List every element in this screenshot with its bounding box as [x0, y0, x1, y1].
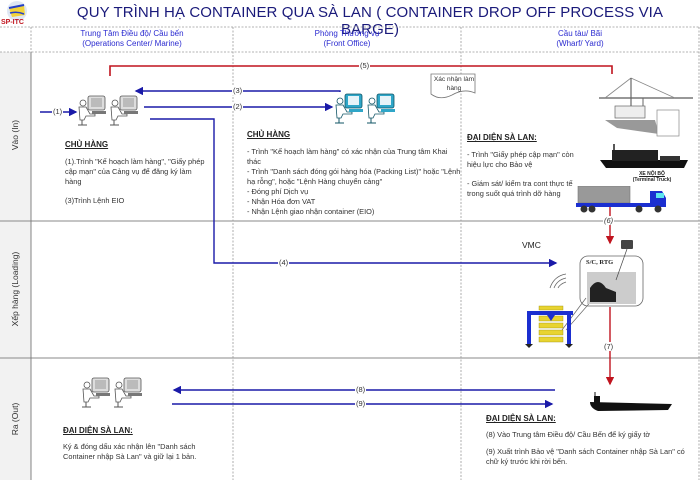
note-line: (8) Vào Trung tâm Điều độ/ Cầu Bến để ký… [486, 430, 651, 439]
column-header-line2: (Front Office) [323, 39, 371, 48]
column-header-front-office: Phòng Thương vụ (Front Office) [233, 29, 461, 49]
note-line: - Trình "Kế hoạch làm hàng" có xác nhận … [247, 147, 448, 166]
step-label-4: (4) [278, 258, 290, 267]
note-line: - Nhận Lệnh giao nhận container (EIO) [247, 207, 375, 216]
step-label-8: (8) [355, 385, 367, 394]
note-line: - Giám sát/ kiểm tra cont thực tế trong … [467, 179, 573, 198]
column-header-line1: Trung Tâm Điều độ/ Cầu bến [80, 29, 184, 38]
front-office-workstation-icon [334, 93, 396, 124]
column-header-line1: Cầu tàu/ Bãi [557, 29, 603, 38]
step-label-6: (6) [603, 216, 615, 225]
wireless-signal-icon [549, 273, 567, 289]
note-front-in: CHỦ HÀNG - Trình "Kế hoạch làm hàng" có … [247, 130, 462, 217]
terminal-truck-label-en: (Terminal Truck) [632, 177, 672, 183]
sc-rtg-callout [561, 240, 644, 331]
company-logo-icon [2, 0, 32, 26]
note-line: - Trình "Danh sách đóng gói hàng hóa (Pa… [247, 167, 461, 186]
step-label-1: (1) [52, 107, 64, 116]
step-label-5: (5) [359, 61, 371, 70]
flow-arrow-3 [134, 86, 341, 96]
column-header-line1: Phòng Thương vụ [314, 29, 380, 38]
note-line: - Nhận Hóa đơn VAT [247, 197, 316, 206]
document-shape-label: Xác nhận làm hàng [433, 76, 475, 92]
note-line: (3)Trình Lệnh EIO [65, 196, 125, 205]
note-ops-in: CHỦ HÀNG (1).Trình "Kế hoạch làm hàng", … [65, 140, 205, 206]
note-ops-out: ĐẠI DIỆN SÀ LAN: Ký & đóng dấu xác nhận … [63, 426, 223, 462]
note-title: ĐẠI DIỆN SÀ LAN: [486, 414, 556, 423]
note-wharf-out: ĐẠI DIỆN SÀ LAN: (8) Vào Trung tâm Điều … [486, 414, 686, 467]
callout-label: S/C, RTG [586, 259, 614, 266]
column-header-wharf: Cầu tàu/ Bãi (Wharf/ Yard) [461, 29, 699, 49]
empty-barge-icon [590, 392, 672, 411]
ship-to-shore-crane-icon [599, 77, 693, 137]
note-title: ĐẠI DIỆN SÀ LAN: [63, 426, 133, 435]
note-line: (1).Trình "Kế hoạch làm hàng", "Giấy phé… [65, 157, 205, 186]
lane-label-column [0, 52, 31, 480]
page-title: QUY TRÌNH HẠ CONTAINER QUA SÀ LAN ( CONT… [76, 4, 664, 38]
note-line: (9) Xuất trình Bảo vệ "Danh sách Contain… [486, 447, 685, 466]
step-label-7: (7) [603, 342, 615, 351]
barge-rep-workstation-icon [81, 377, 143, 408]
rtg-crane-icon [525, 305, 573, 348]
note-line: Ký & đóng dấu xác nhận lên "Danh sách Co… [63, 442, 197, 461]
terminal-truck-icon [576, 186, 666, 213]
column-header-line2: (Operations Center/ Marine) [82, 39, 182, 48]
note-title: ĐẠI DIỆN SÀ LAN: [467, 133, 537, 142]
terminal-truck-label: XE NỘI BỘ (Terminal Truck) [628, 171, 676, 183]
note-line: - Trình "Giấy phép cập mạn" còn hiệu lực… [467, 150, 574, 169]
note-title: CHỦ HÀNG [247, 130, 291, 139]
column-header-line2: (Wharf/ Yard) [556, 39, 604, 48]
document-shape [430, 73, 476, 99]
operations-workstation-icon [77, 95, 139, 126]
step-label-9: (9) [355, 399, 367, 408]
step-label-2: (2) [232, 102, 244, 111]
logo-text: SP-ITC [1, 19, 24, 26]
note-wharf-in: ĐẠI DIỆN SÀ LAN: - Trình "Giấy phép cập … [467, 133, 579, 199]
note-line: - Đóng phí Dịch vụ [247, 187, 309, 196]
flow-arrow-4 [150, 118, 558, 268]
barge-icon [600, 144, 688, 168]
note-title: CHỦ HÀNG [65, 140, 109, 149]
vmc-label: VMC [522, 240, 541, 250]
terminal-truck-label-vn: XE NỘI BỘ [639, 171, 665, 177]
step-label-3: (3) [232, 86, 244, 95]
column-header-operations: Trung Tâm Điều độ/ Cầu bến (Operations C… [31, 29, 233, 49]
